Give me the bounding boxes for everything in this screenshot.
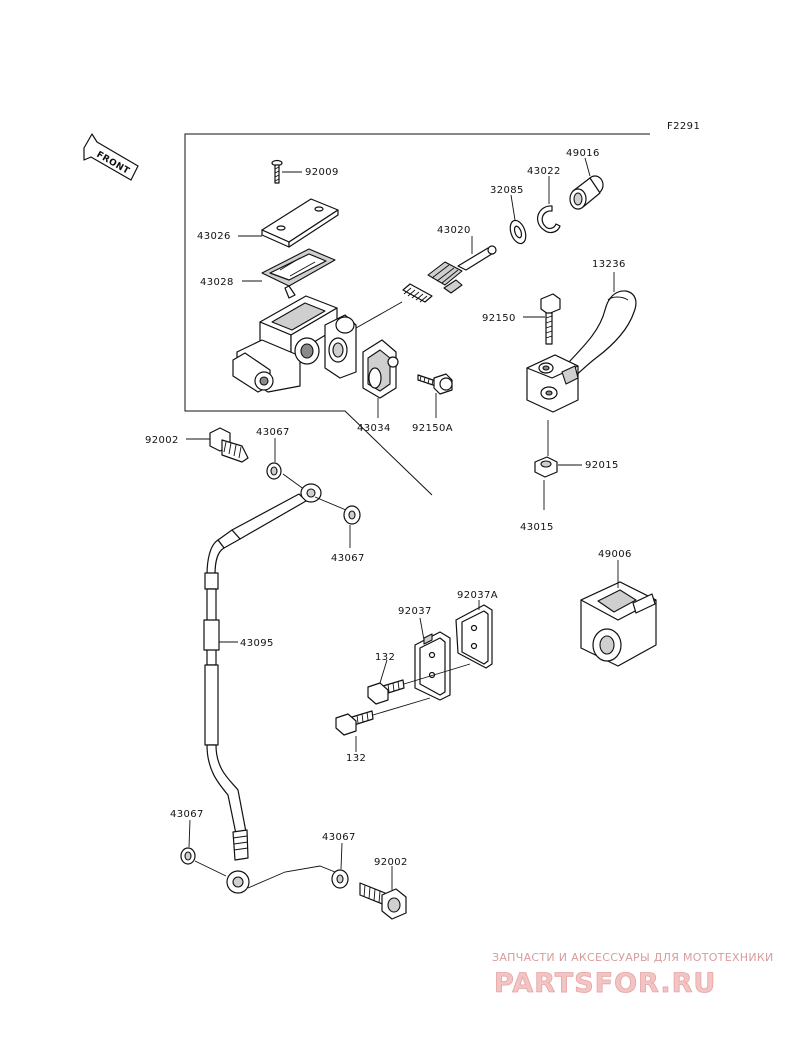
washer-43067-a-icon xyxy=(266,462,282,480)
circlip-43022-icon xyxy=(536,205,561,234)
watermark-logo: ЗАПЧАСТИ И АКСЕССУАРЫ ДЛЯ МОТОТЕХНИКИ PA… xyxy=(492,951,774,999)
washer-43067-b-icon xyxy=(343,505,361,525)
holder-43034-icon xyxy=(362,339,399,399)
label-49016: 49016 xyxy=(566,148,600,159)
brake-hose-43095-icon xyxy=(203,473,322,894)
label-92015: 92015 xyxy=(585,460,619,471)
bolt-92150-icon xyxy=(540,293,561,345)
label-43022: 43022 xyxy=(527,166,561,177)
piston-43020-icon xyxy=(402,245,497,303)
reservoir-cap-43026-icon xyxy=(261,198,339,248)
assembly-frame xyxy=(184,133,650,496)
diaphragm-43028-icon xyxy=(261,248,336,299)
front-arrow-icon: FRONT xyxy=(83,133,139,181)
switch-housing-49006-icon xyxy=(580,581,657,667)
label-92002-bot: 92002 xyxy=(374,857,408,868)
label-43067-b: 43067 xyxy=(331,553,365,564)
banjo-bolt-92002-upper-icon xyxy=(209,427,249,463)
label-92037A: 92037A xyxy=(457,590,498,601)
label-49006: 49006 xyxy=(598,549,632,560)
label-132-a: 132 xyxy=(375,652,395,663)
washer-43067-d-icon xyxy=(331,869,349,889)
washer-32085-icon xyxy=(509,219,527,245)
watermark-line2: PARTSFOR.RU xyxy=(494,968,716,999)
lever-13236-icon xyxy=(568,290,637,379)
bolt-132-b-icon xyxy=(335,697,431,736)
boot-49016-icon xyxy=(569,175,604,210)
label-32085: 32085 xyxy=(490,185,524,196)
master-cylinder-body-icon xyxy=(232,295,357,393)
label-13236: 13236 xyxy=(592,259,626,270)
clamp-92037-icon xyxy=(414,631,451,701)
nut-92015-icon xyxy=(534,456,558,478)
label-43067-d: 43067 xyxy=(322,832,356,843)
label-43026: 43026 xyxy=(197,231,231,242)
clamp-92037A-icon xyxy=(455,604,493,669)
label-43095: 43095 xyxy=(240,638,274,649)
screw-92009-icon xyxy=(271,159,283,184)
label-43067-c: 43067 xyxy=(170,809,204,820)
watermark-line1: ЗАПЧАСТИ И АКСЕССУАРЫ ДЛЯ МОТОТЕХНИКИ xyxy=(492,951,774,964)
label-92009: 92009 xyxy=(305,167,339,178)
label-43067-a: 43067 xyxy=(256,427,290,438)
label-43034: 43034 xyxy=(357,423,391,434)
label-92150A: 92150A xyxy=(412,423,453,434)
washer-43067-c-icon xyxy=(180,847,196,865)
bolt-92150A-icon xyxy=(417,373,453,395)
lever-bracket-icon xyxy=(526,354,579,413)
label-92002-top: 92002 xyxy=(145,435,179,446)
label-43020: 43020 xyxy=(437,225,471,236)
label-92150: 92150 xyxy=(482,313,516,324)
label-43015: 43015 xyxy=(520,522,554,533)
banjo-bolt-92002-lower-icon xyxy=(359,882,407,920)
figure-code: F2291 xyxy=(667,121,700,132)
label-92037: 92037 xyxy=(398,606,432,617)
label-132-b: 132 xyxy=(346,753,366,764)
label-43028: 43028 xyxy=(200,277,234,288)
